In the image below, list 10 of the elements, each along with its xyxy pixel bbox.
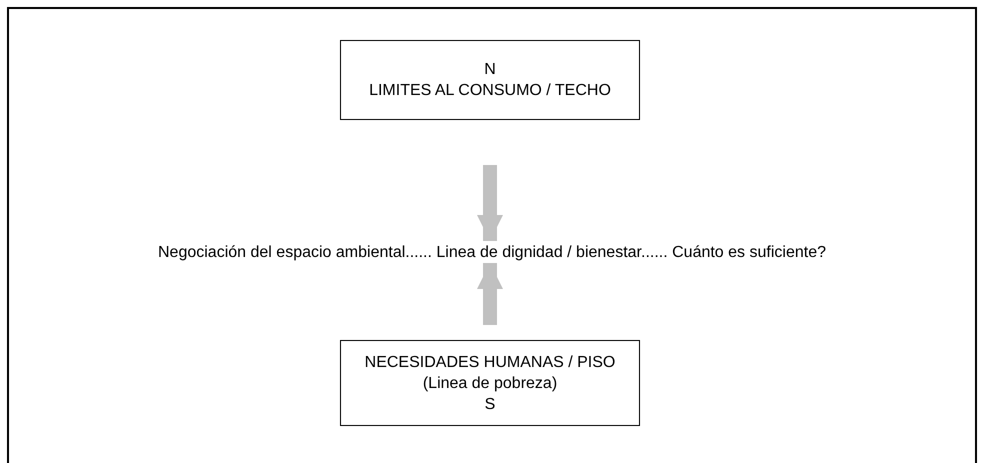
box-label: LIMITES AL CONSUMO / TECHO (369, 81, 611, 101)
box-label: S (484, 394, 496, 414)
box-label: N (484, 60, 496, 80)
process-box (340, 340, 640, 426)
block-arrow (477, 263, 503, 325)
box-label: NECESIDADES HUMANAS / PISO (364, 352, 616, 372)
box-label: (Linea de pobreza) (422, 374, 558, 394)
process-box (340, 40, 640, 120)
block-arrow (477, 165, 503, 241)
caption-text: Negociación del espacio ambiental...... Linea de dignidad / bienestar...... Cuánto es suficiente? (158, 242, 826, 262)
